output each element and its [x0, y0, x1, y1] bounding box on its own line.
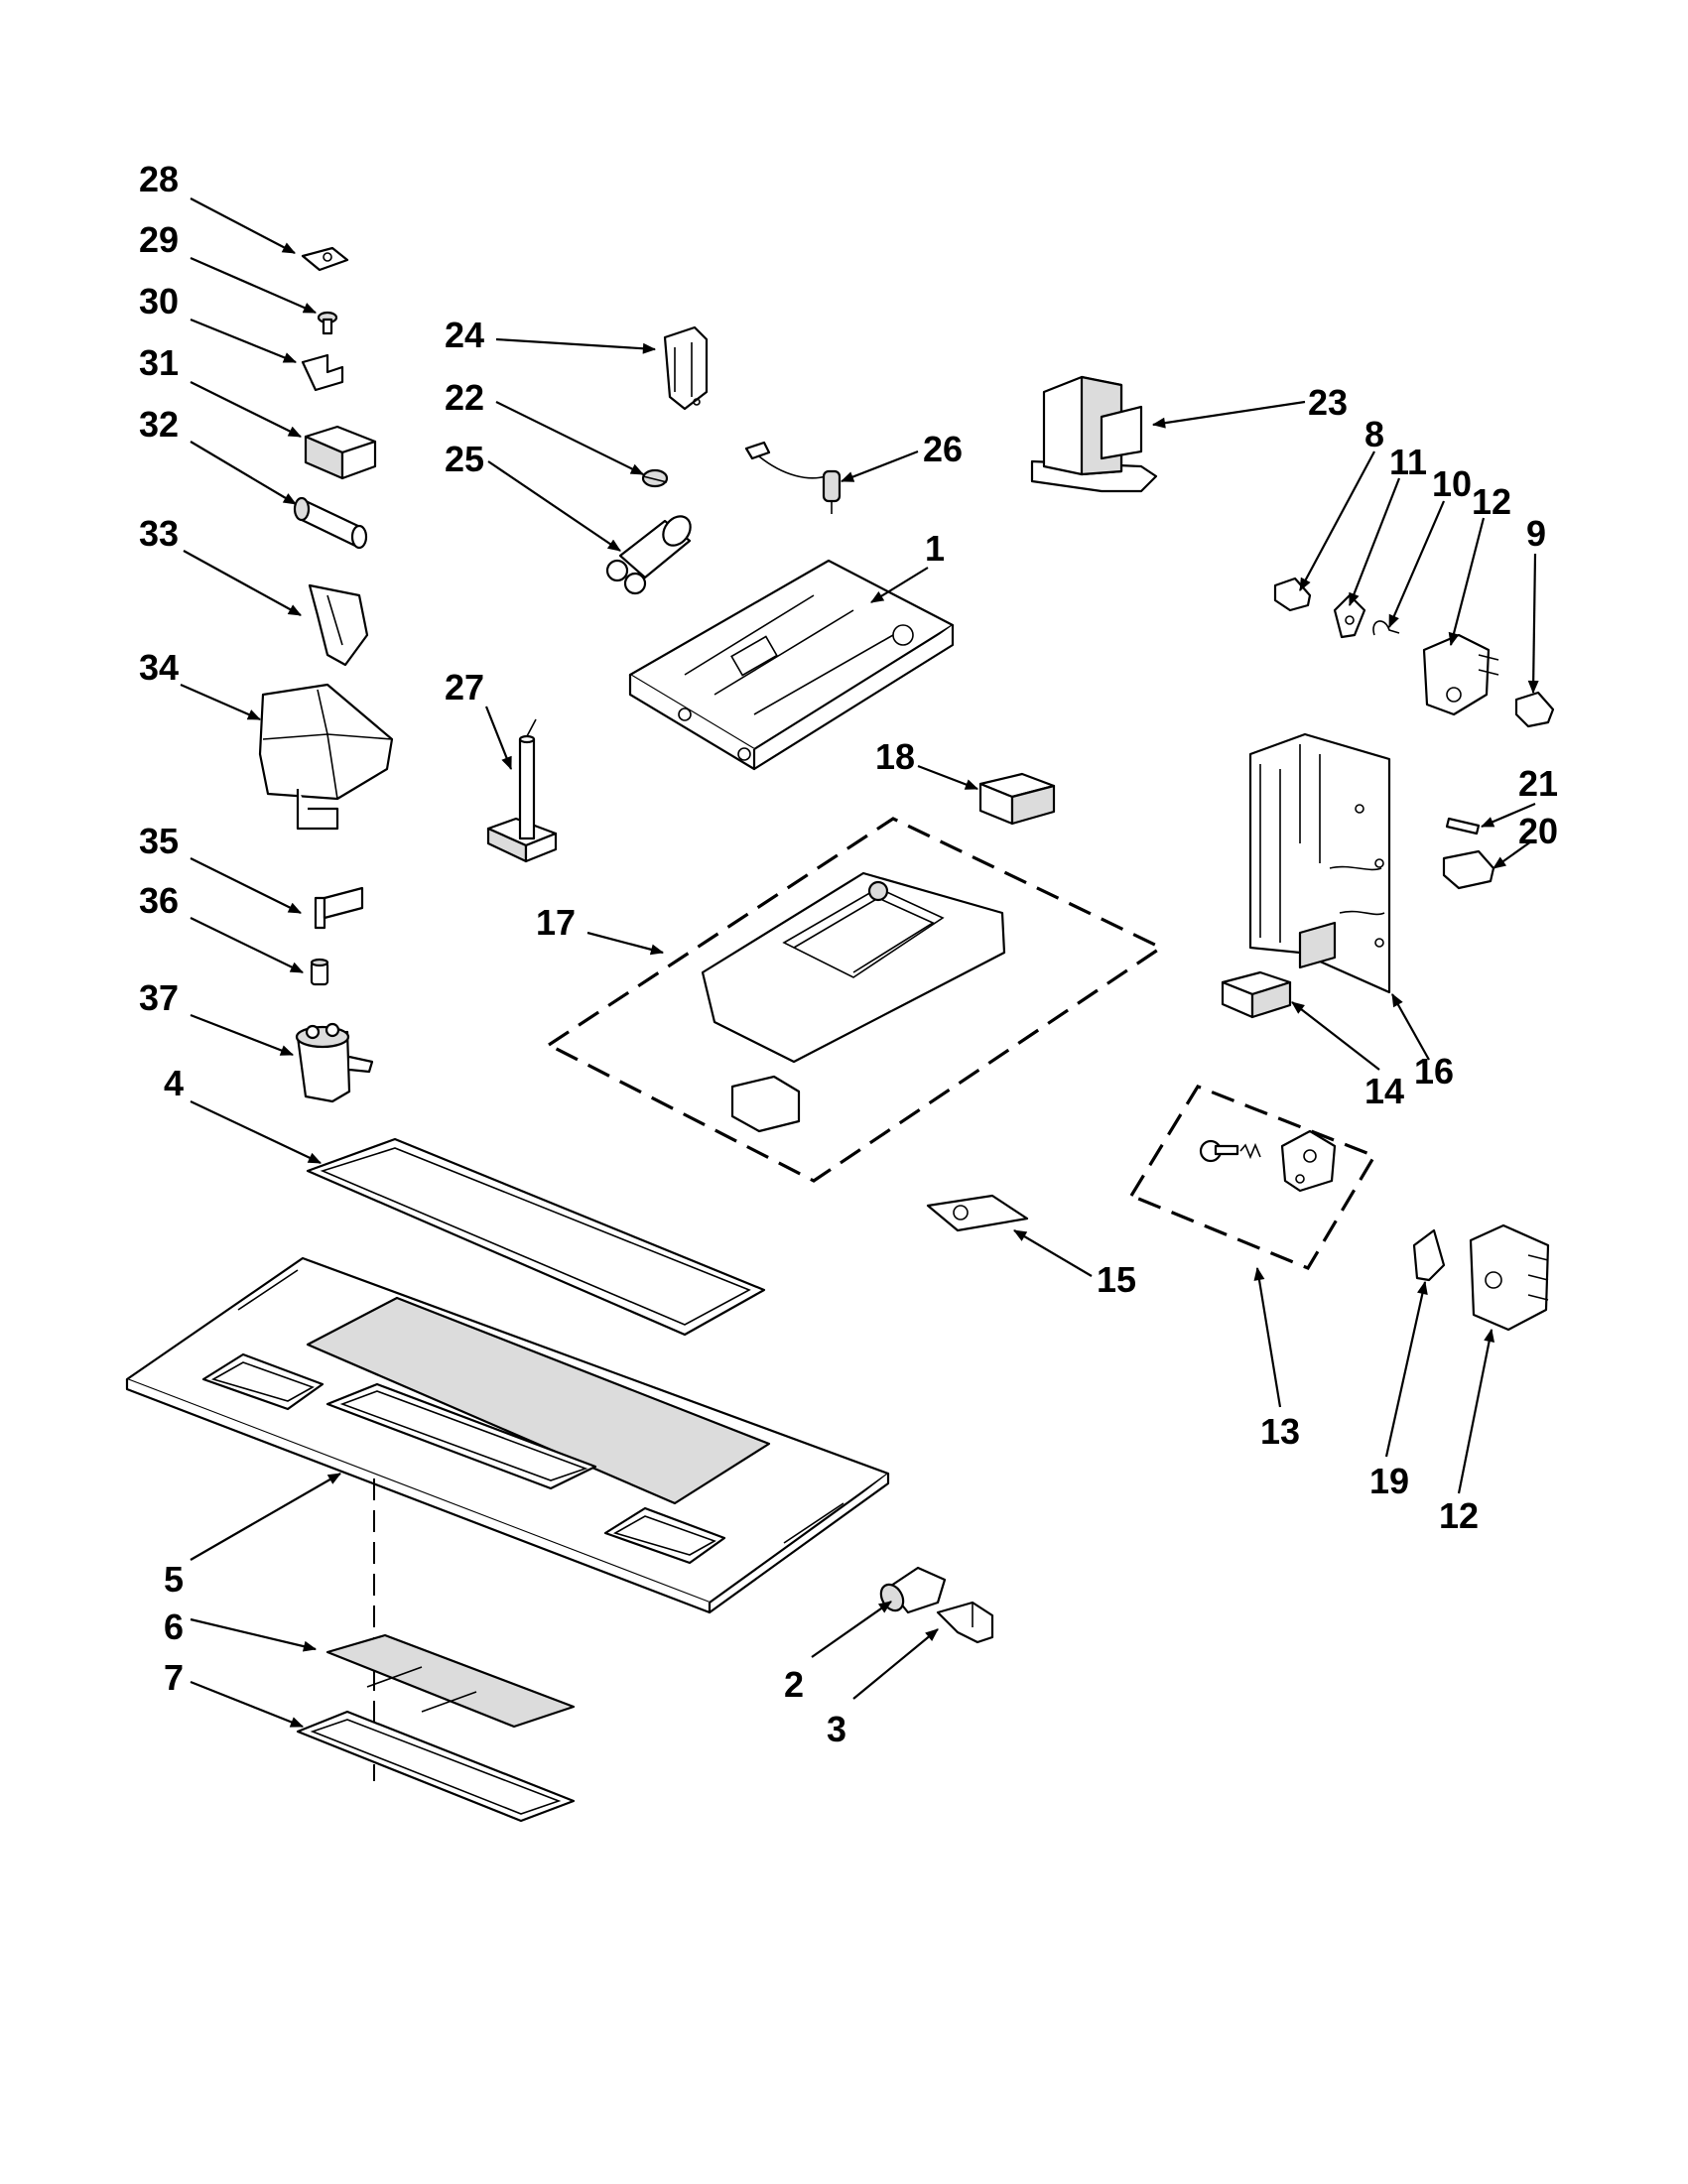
label-8: 8 [1364, 414, 1384, 454]
label-10: 10 [1432, 463, 1472, 504]
label-15: 15 [1097, 1259, 1136, 1300]
label-4: 4 [164, 1063, 184, 1103]
part-10-spring [1372, 620, 1400, 636]
part-29-screw [317, 311, 338, 335]
part-1-base-plate [628, 559, 955, 771]
part-20-switch [1442, 849, 1495, 890]
label-12b: 12 [1439, 1495, 1479, 1536]
part-25-high-voltage-capacitor [605, 515, 692, 595]
label-29: 29 [139, 219, 179, 260]
label-32: 32 [139, 404, 179, 445]
label-26: 26 [923, 429, 963, 469]
label-20: 20 [1518, 811, 1558, 851]
label-3: 3 [827, 1709, 846, 1749]
part-4-gasket [306, 1137, 766, 1337]
label-23: 23 [1308, 382, 1348, 423]
part-24-bracket [663, 325, 709, 411]
part-32-cylinder [293, 496, 368, 550]
label-12a: 12 [1472, 481, 1511, 522]
part-21-pin [1445, 817, 1481, 835]
label-28: 28 [139, 159, 179, 199]
label-33: 33 [139, 513, 179, 554]
part-7-frame [296, 1710, 576, 1823]
part-5-bottom-plate [125, 1256, 890, 1614]
part-2-lamp [879, 1566, 947, 1614]
label-16: 16 [1414, 1051, 1454, 1092]
part-27-shaft [486, 718, 558, 863]
label-13: 13 [1260, 1411, 1300, 1452]
label-1: 1 [925, 528, 945, 569]
label-6: 6 [164, 1606, 184, 1647]
label-21: 21 [1518, 763, 1558, 804]
part-3-socket-bracket [936, 1601, 994, 1644]
part-26-diode [744, 441, 842, 514]
leader-lines [180, 197, 1539, 1729]
label-22: 22 [445, 377, 484, 418]
label-35: 35 [139, 821, 179, 861]
part-36-pin [310, 958, 329, 986]
label-36: 36 [139, 880, 179, 921]
label-2: 2 [784, 1664, 804, 1705]
label-37: 37 [139, 977, 179, 1018]
part-6-filter [325, 1633, 576, 1729]
label-25: 25 [445, 439, 484, 479]
part-12-switch-holder-bottom [1469, 1223, 1550, 1332]
part-31-block [304, 425, 377, 480]
label-30: 30 [139, 281, 179, 321]
part-13-latch-group [1128, 1085, 1377, 1271]
label-34: 34 [139, 647, 179, 688]
label-11: 11 [1389, 442, 1427, 482]
part-labels: 28 29 30 31 32 33 34 35 36 37 4 5 6 7 24… [139, 159, 1558, 1749]
label-31: 31 [139, 342, 179, 383]
label-14: 14 [1364, 1071, 1404, 1111]
part-22-thermal-cutout [641, 468, 669, 488]
part-12-switch-holder-top [1422, 633, 1499, 716]
part-34-duct [258, 683, 394, 831]
label-9: 9 [1526, 513, 1546, 554]
label-19: 19 [1369, 1461, 1409, 1501]
label-24: 24 [445, 315, 484, 355]
part-33-shield [308, 583, 369, 667]
part-30-clip [301, 353, 344, 392]
part-9-switch [1514, 691, 1555, 728]
label-18: 18 [875, 736, 915, 777]
part-19-micro-switch [1412, 1228, 1446, 1282]
label-7: 7 [164, 1657, 184, 1698]
part-14-relay [1221, 970, 1292, 1019]
part-18-relay [978, 772, 1056, 826]
part-11-actuator [1333, 593, 1366, 639]
part-17-waveguide-group [545, 817, 1165, 1183]
label-5: 5 [164, 1559, 184, 1600]
part-15-plate [926, 1194, 1029, 1232]
part-23-transformer [1030, 375, 1158, 493]
label-17: 17 [536, 902, 576, 943]
label-27: 27 [445, 667, 484, 707]
part-16-bracket-panel [1248, 732, 1391, 994]
part-35-flag [314, 886, 364, 930]
part-28-bracket [301, 246, 349, 272]
part-37-capacitor [295, 1022, 374, 1103]
